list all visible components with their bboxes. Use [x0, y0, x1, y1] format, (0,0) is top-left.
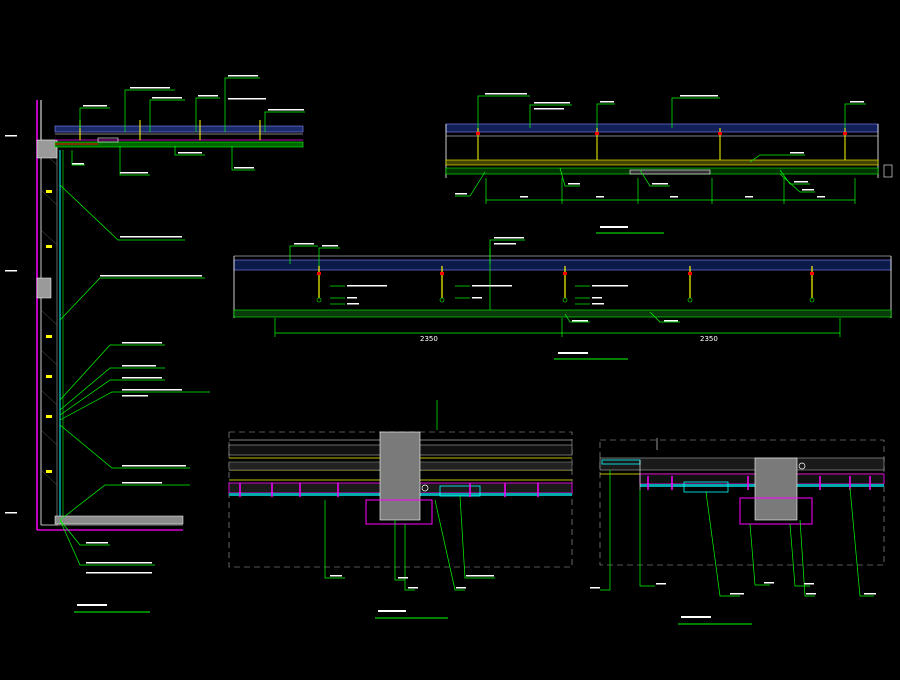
dimension-2350-left: 2350 [420, 335, 438, 343]
ceiling-section-top-right [445, 93, 893, 234]
wall-ceiling-section-detail [5, 75, 305, 613]
dimension-2350-right: 2350 [700, 335, 718, 343]
beam-section-bottom-right [590, 438, 885, 625]
ceiling-section-middle: 2350 2350 [233, 237, 892, 360]
beam-section-bottom-center [228, 400, 573, 619]
